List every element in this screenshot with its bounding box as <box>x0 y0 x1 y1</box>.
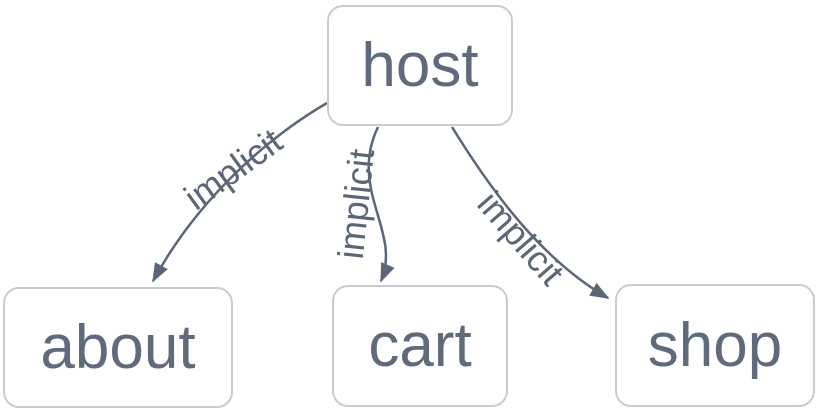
edge-label-host-about: implicit <box>176 120 289 218</box>
node-about: about <box>3 287 233 408</box>
node-about-label: about <box>40 312 196 382</box>
node-host-label: host <box>361 30 479 100</box>
edge-host-cart-path <box>367 126 395 283</box>
edge-label-host-shop: implicit <box>469 183 572 293</box>
edge-host-shop: implicit <box>450 126 610 300</box>
node-shop: shop <box>615 284 815 407</box>
edge-host-about: implicit <box>151 101 328 283</box>
edge-label-host-cart: implicit <box>330 147 382 261</box>
node-cart: cart <box>332 285 508 407</box>
node-cart-label: cart <box>368 311 472 380</box>
edge-host-about-path <box>151 101 328 283</box>
node-host: host <box>327 5 513 126</box>
edge-host-cart: implicit <box>330 126 395 283</box>
node-shop-label: shop <box>647 310 783 380</box>
edge-host-shop-path <box>450 126 610 300</box>
